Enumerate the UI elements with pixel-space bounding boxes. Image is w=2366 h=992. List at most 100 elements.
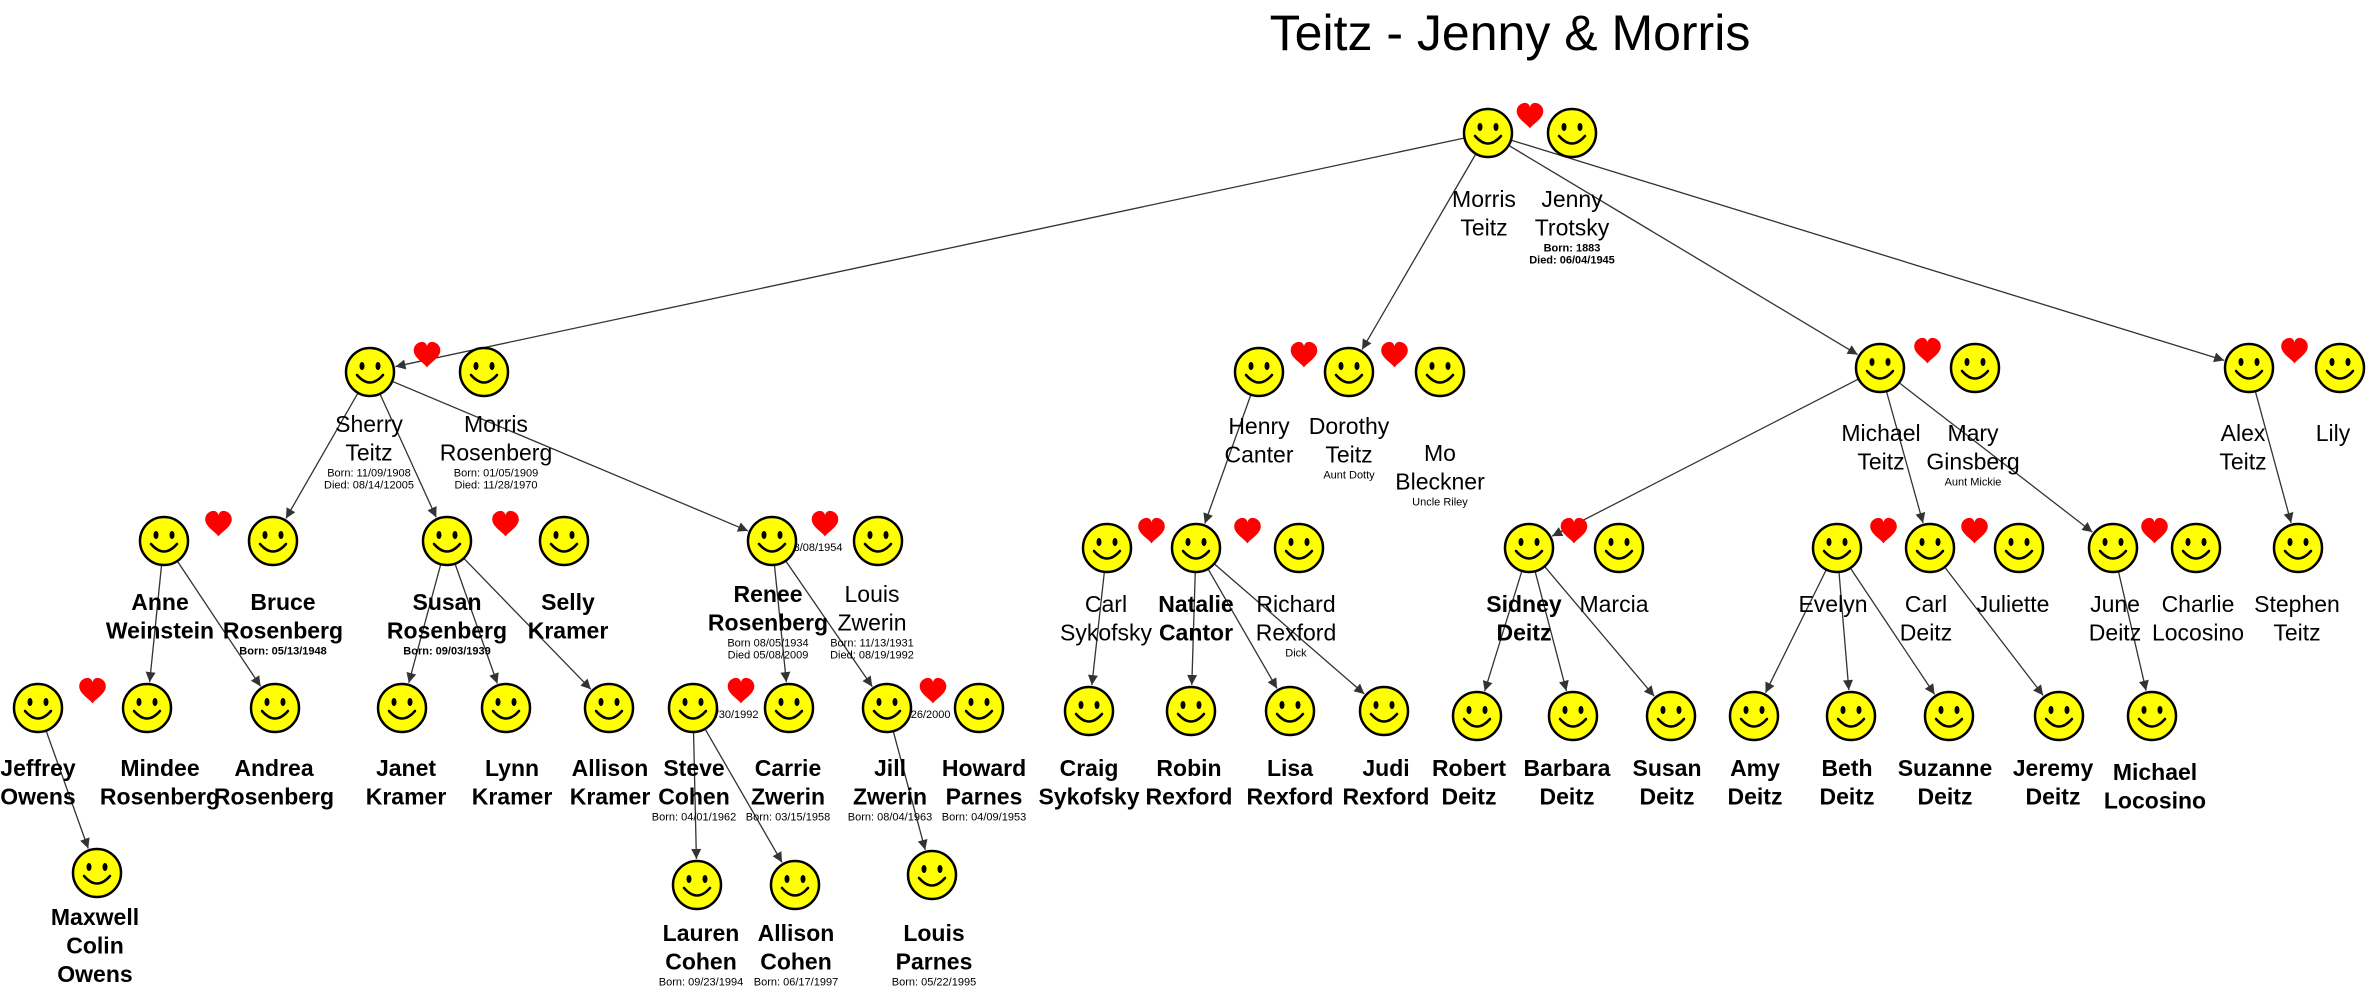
smiley-face-icon — [2223, 342, 2275, 394]
smiley-face-icon — [1811, 522, 1863, 574]
smiley-face-icon — [421, 515, 473, 567]
heart-icon — [1914, 337, 1941, 364]
edge-sidney-to-barbara — [1534, 571, 1568, 692]
smiley-face-icon — [953, 682, 1005, 734]
person-name: Evelyn — [1798, 591, 1867, 617]
arrowhead-allison-k — [580, 678, 591, 690]
arrowhead-natalie — [1203, 512, 1213, 524]
edge-alex-to-stephen — [2254, 390, 2292, 524]
smiley-face-icon — [1081, 522, 1133, 574]
edge-henry-to-natalie — [1204, 394, 1252, 524]
edge-susan-r-to-lynn — [454, 563, 498, 684]
smiley-face-icon — [1728, 690, 1780, 742]
person-note: Born: 1883 — [1544, 243, 1601, 255]
person-note: Died: 06/04/1945 — [1529, 255, 1615, 267]
smiley-face-icon — [2272, 522, 2324, 574]
edge-sherry-to-renee — [391, 380, 749, 532]
heart-icon — [1516, 102, 1544, 129]
heart-icon — [1961, 517, 1988, 544]
arrowhead-sherry — [395, 359, 407, 370]
arrowhead-robert — [1482, 680, 1493, 692]
edge-morris-to-dorothy — [1361, 153, 1477, 350]
arrowhead-michael-l — [2138, 679, 2149, 691]
smiley-face-icon — [12, 682, 64, 734]
edge-anne-to-mindee — [148, 564, 163, 683]
person-note: Born: 01/05/1909 — [454, 468, 538, 480]
arrowhead-lisa — [1267, 677, 1278, 689]
person-note: Born: 09/23/1994 — [659, 977, 743, 989]
smiley-face-icon — [1462, 107, 1514, 159]
arrowhead-alex — [2213, 352, 2225, 363]
smiley-face-icon — [2314, 342, 2366, 394]
smiley-face-icon — [458, 346, 510, 398]
smiley-face-icon — [480, 682, 532, 734]
smiley-face-icon — [376, 682, 428, 734]
person-note: Born: 05/13/1948 — [239, 646, 326, 658]
arrowhead-louis-p — [917, 838, 928, 850]
smiley-face-icon — [906, 849, 958, 901]
arrowhead-stephen — [2283, 511, 2294, 523]
person-note: Born: 03/15/1958 — [746, 812, 830, 824]
person-note: Aunt Dotty — [1323, 470, 1375, 482]
edge-natalie-to-robin — [1191, 571, 1196, 686]
smiley-face-icon — [746, 515, 798, 567]
edge-evelyn-to-beth — [1838, 571, 1850, 691]
arrowhead-susan-d — [1643, 685, 1655, 697]
heart-icon — [492, 510, 519, 537]
person-note: Died: 08/14/12005 — [324, 480, 414, 492]
arrowhead-janet — [406, 671, 417, 683]
arrowhead-renee — [736, 522, 749, 532]
marriage-date: 08/08/1954 — [787, 542, 842, 554]
heart-icon — [1381, 341, 1408, 368]
smiley-face-icon — [1233, 346, 1285, 398]
heart-icon — [1290, 341, 1318, 368]
arrowhead-dorothy — [1362, 338, 1372, 350]
arrowhead-judi — [1353, 683, 1365, 694]
smiley-face-icon — [344, 346, 396, 398]
edge-morris-to-sherry — [395, 137, 1465, 368]
smiley-face-icon — [1993, 522, 2045, 574]
smiley-face-icon — [2170, 522, 2222, 574]
smiley-face-icon — [71, 847, 123, 899]
smiley-face-icon — [2087, 522, 2139, 574]
heart-icon — [919, 677, 947, 704]
edge-morris-to-michael — [1508, 144, 1859, 356]
heart-icon — [727, 677, 755, 704]
arrowhead-michael — [1846, 345, 1858, 355]
